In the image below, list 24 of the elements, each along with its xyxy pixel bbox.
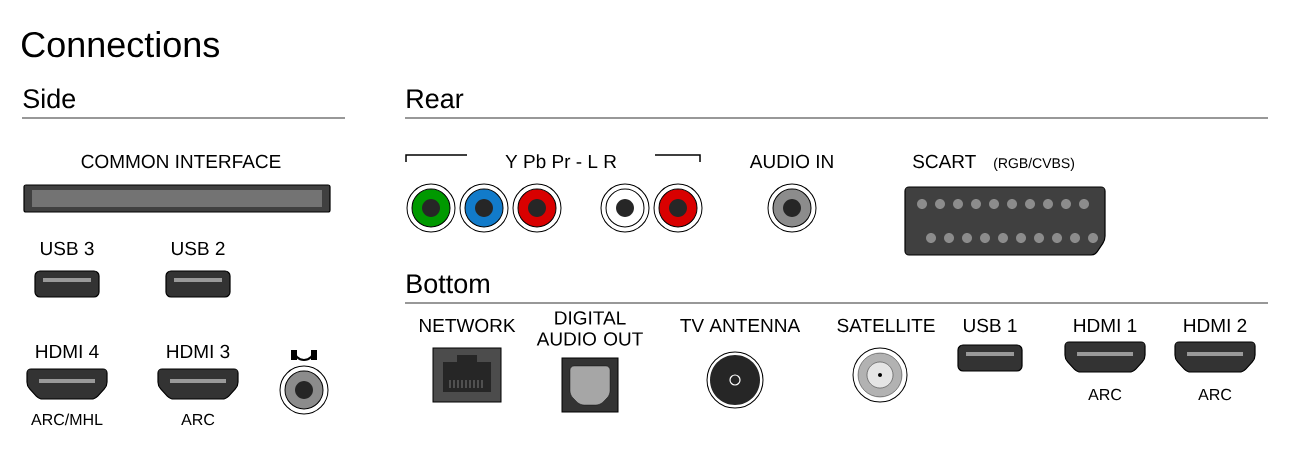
port-label: SCART [913,154,976,169]
section-heading: Bottom [407,274,489,294]
port-note: ARC/MHL [31,413,103,426]
port-note: ARC [1088,388,1122,401]
port-label: HDMI 2 [1184,318,1247,332]
port-label: USB 2 [172,241,225,256]
port-note: ARC [181,413,215,426]
port-label: USB 3 [41,241,94,256]
section-heading: Rear [407,89,464,109]
port-label: Y Pb Pr - L R [505,154,617,169]
diagram-title: Connections [22,30,219,58]
port-note: ARC [1198,388,1232,401]
port-label: HDMI 1 [1074,318,1137,332]
port-label: DIGITAL AUDIO OUT [536,311,643,346]
port-label: AUDIO IN [749,154,833,169]
port-label: (RGB/CVBS) [994,157,1074,171]
port-label: USB 1 [964,318,1017,333]
port-label: SATELLITE [837,318,935,333]
port-label: NETWORK [420,318,516,333]
port-label: TV ANTENNA [680,318,801,332]
section-heading: Side [23,88,76,109]
port-label: HDMI 4 [36,344,99,358]
port-label: COMMON INTERFACE [81,154,281,169]
port-label: HDMI 3 [167,344,230,359]
